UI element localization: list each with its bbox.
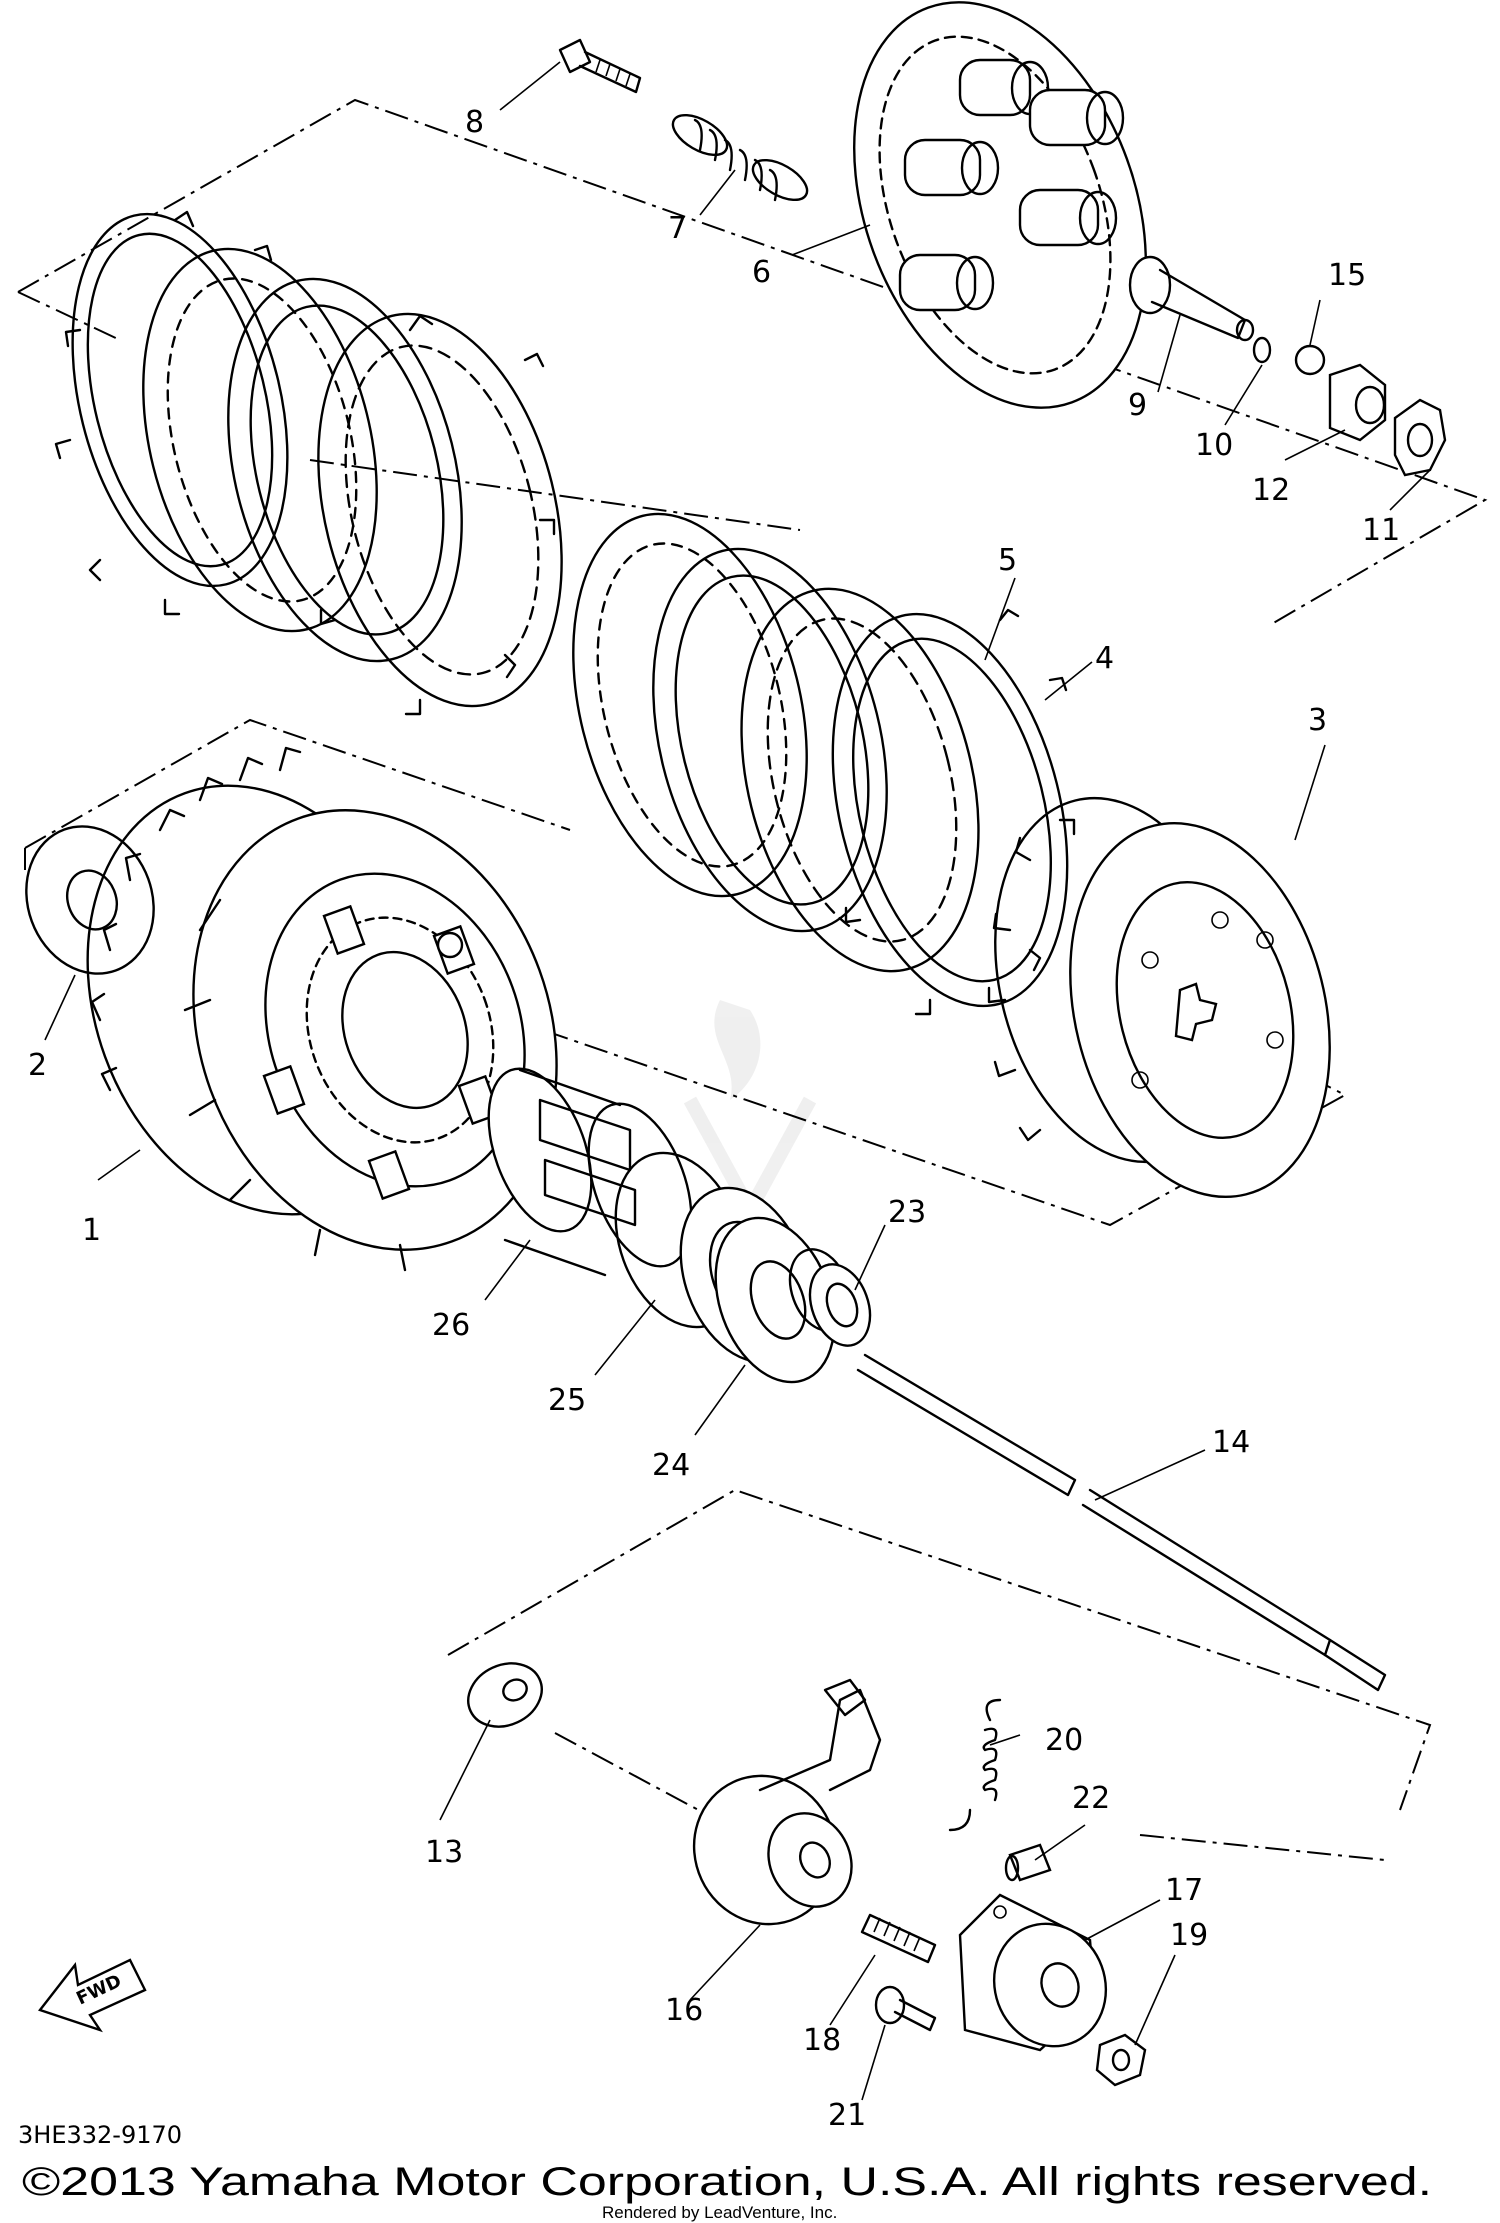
copyright-notice: ©2013 Yamaha Motor Corporation, U.S.A. A… xyxy=(22,2160,1432,2204)
friction-plate-outer xyxy=(54,210,289,616)
callout-17: 17 xyxy=(1165,1873,1203,1908)
rendered-by-credit: Rendered by LeadVenture, Inc. xyxy=(602,2203,837,2222)
adjusting-bolt-18 xyxy=(860,1913,937,1964)
callout-23: 23 xyxy=(888,1195,926,1230)
callout-8: 8 xyxy=(465,105,484,140)
callout-6: 6 xyxy=(752,255,771,290)
callout-24: 24 xyxy=(652,1448,690,1483)
callout-19: 19 xyxy=(1170,1918,1208,1953)
friction-plate-2 xyxy=(227,277,463,663)
pressure-plate-bosses xyxy=(898,58,1125,312)
pin-22 xyxy=(1004,1843,1052,1882)
callout-1: 1 xyxy=(82,1213,101,1248)
callout-4: 4 xyxy=(1095,641,1114,676)
callout-22: 22 xyxy=(1072,1781,1110,1816)
steel-plate-2 xyxy=(317,312,563,716)
callout-25: 25 xyxy=(548,1383,586,1418)
callout-26: 26 xyxy=(432,1308,470,1343)
callout-21: 21 xyxy=(828,2098,866,2133)
callout-2: 2 xyxy=(28,1048,47,1083)
thrust-washer-2 xyxy=(25,825,155,975)
push-lever-16 xyxy=(692,1678,882,1926)
assembly-outline-bottom xyxy=(447,1488,1432,1861)
clutch-boss-3 xyxy=(987,796,1331,1199)
callout-9: 9 xyxy=(1128,388,1147,423)
friction-plate-3 xyxy=(652,547,888,933)
callout-5: 5 xyxy=(998,543,1017,578)
callout-18: 18 xyxy=(803,2023,841,2058)
callout-13: 13 xyxy=(425,1835,463,1870)
friction-plate-4 xyxy=(831,608,1076,1016)
clutch-plate-5 xyxy=(740,587,980,973)
callout-12: 12 xyxy=(1252,473,1290,508)
oil-seal-13 xyxy=(467,1662,543,1728)
callout-7: 7 xyxy=(668,211,687,246)
part-callouts: 1 2 3 4 5 6 7 8 9 10 11 12 13 14 15 16 1… xyxy=(28,105,1400,2133)
leader-lines xyxy=(44,61,1431,2101)
lock-washer-11 xyxy=(1393,398,1447,477)
watermark-logo xyxy=(683,1000,817,1225)
steel-plate-3 xyxy=(572,512,808,898)
bushing-23 xyxy=(788,1248,872,1347)
push-rod-14 xyxy=(856,1353,1387,1692)
callout-3: 3 xyxy=(1308,703,1327,738)
push-rod-9 xyxy=(1128,255,1255,342)
callout-14: 14 xyxy=(1212,1425,1250,1460)
ball-15 xyxy=(1294,344,1326,376)
bolt-21 xyxy=(874,1985,937,2032)
clutch-housing-1 xyxy=(86,746,558,1272)
bolt-8 xyxy=(558,38,642,94)
diagram-code: 3HE332-9170 xyxy=(18,2121,182,2149)
pressure-plate-6 xyxy=(853,1,1147,409)
callout-10: 10 xyxy=(1195,428,1233,463)
fwd-direction-arrow: FWD xyxy=(38,1958,147,2033)
o-ring-10 xyxy=(1252,336,1272,364)
callout-15: 15 xyxy=(1328,258,1366,293)
needle-bearing-26 xyxy=(487,1067,693,1277)
locknut-12 xyxy=(1328,363,1387,442)
callout-20: 20 xyxy=(1045,1723,1083,1758)
spring-7 xyxy=(671,113,809,202)
callout-16: 16 xyxy=(665,1993,703,2028)
callout-11: 11 xyxy=(1362,513,1400,548)
steel-plate-1 xyxy=(142,247,378,633)
cover-17 xyxy=(958,1893,1108,2052)
nut-19 xyxy=(1095,2033,1147,2087)
spring-20 xyxy=(948,1698,1002,1832)
